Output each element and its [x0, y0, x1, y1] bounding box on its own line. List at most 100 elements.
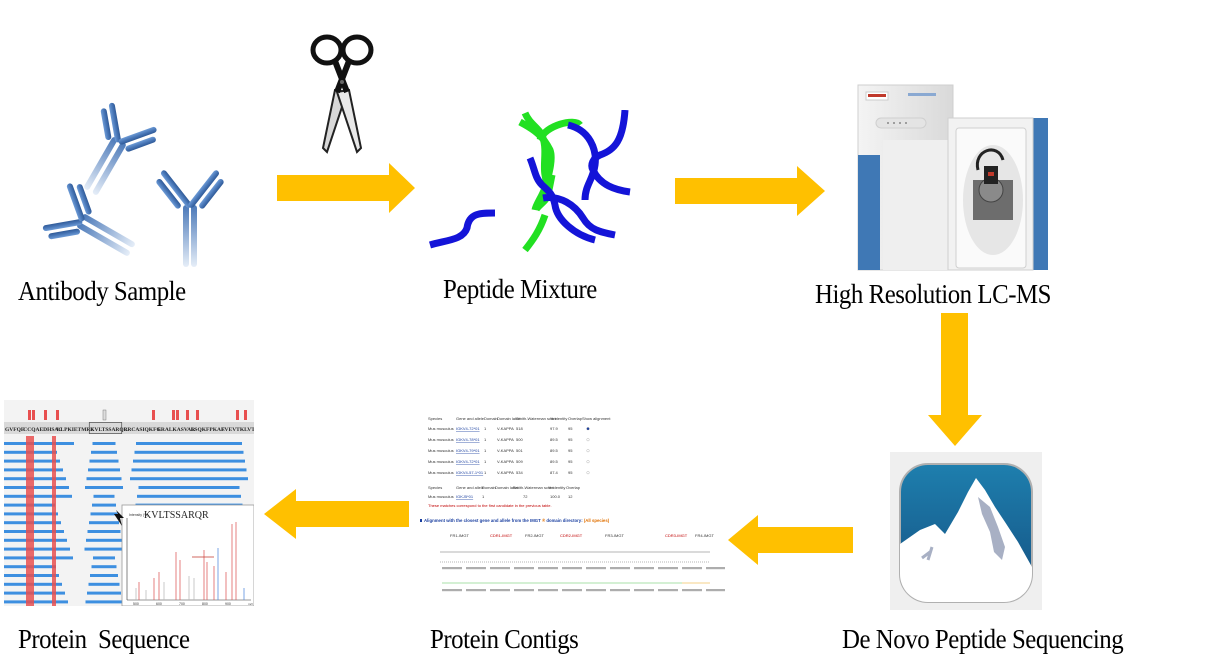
sequence-block: LLPKIETMRE: [57, 427, 95, 433]
table-cell: 89.5: [550, 437, 559, 442]
coverage-bar: [4, 538, 67, 542]
coverage-bar: [84, 547, 124, 551]
show-alignment-radio[interactable]: [586, 449, 590, 453]
coverage-bar: [87, 530, 121, 533]
table-cell: 1: [484, 426, 487, 431]
table-header: Gene and allele: [456, 485, 485, 490]
coverage-bar: [91, 565, 117, 569]
coverage-bar: [91, 450, 117, 454]
antibody-sample-image: [20, 80, 250, 270]
sequence-block: LSQKFPKAE: [191, 427, 225, 433]
table-cell: 501: [516, 448, 523, 453]
table-cell: 1: [484, 459, 487, 464]
step-label-peptide-mixture: Peptide Mixture: [443, 274, 597, 304]
table-cell: 87.4: [550, 470, 559, 475]
flow-arrow-right: [277, 163, 417, 213]
coverage-bar: [89, 521, 119, 525]
table-note: These matches correspond to the first ca…: [428, 503, 552, 508]
gene-link[interactable]: IGKV4-72*01: [456, 426, 480, 431]
pointer-arrow-icon: [114, 510, 124, 526]
antibody-icon: [42, 183, 135, 256]
coverage-bar: [90, 574, 118, 577]
table-header: Domain label: [495, 485, 518, 490]
table-cell: 518: [516, 426, 523, 431]
table-cell: 1: [484, 448, 487, 453]
show-alignment-radio[interactable]: [586, 471, 590, 475]
region-label: CDR1-IMGT: [490, 533, 513, 538]
table-header: Domain: [484, 416, 498, 421]
table-cell: 95: [568, 448, 573, 453]
lc-ms-instrument-image: [848, 80, 1058, 280]
coverage-bar: [86, 477, 122, 481]
table-cell: 1: [484, 470, 487, 475]
spectrum-xtick: 700: [179, 602, 185, 606]
alignment-heading: Alignment with the closest gene and alle…: [424, 518, 610, 523]
coverage-bar: [133, 459, 245, 463]
table-header: Domain label: [497, 416, 520, 421]
gene-link[interactable]: IGKV4-57-1*01: [456, 470, 484, 475]
table-cell: 95: [568, 459, 573, 464]
table-cell: 1: [482, 494, 485, 499]
coverage-bar: [4, 600, 68, 604]
show-alignment-radio[interactable]: [586, 427, 590, 431]
gene-link[interactable]: IGKV4-79*01: [456, 448, 480, 453]
table-cell: 95: [568, 426, 573, 431]
region-label: CDR2-IMGT: [560, 533, 583, 538]
table-cell: V-KAPPA: [497, 448, 514, 453]
spectrum-xtick: 900: [225, 602, 231, 606]
table-cell: V-KAPPA: [497, 470, 514, 475]
coverage-bar: [4, 477, 66, 481]
table-header: Domain: [482, 485, 496, 490]
coverage-bar: [4, 442, 74, 445]
table-cell: 89.5: [550, 459, 559, 464]
scissors-icon: [305, 30, 380, 155]
table-cell: Mus musculus: [428, 426, 454, 431]
coverage-bar: [4, 556, 73, 560]
table-header: Species: [428, 485, 442, 490]
protein-contigs-image: Species Gene and allele Domain Domain la…: [420, 410, 725, 600]
coverage-bar: [134, 450, 244, 454]
step-label-protein-contigs: Protein Contigs: [430, 624, 579, 654]
table-cell: Mus musculus: [428, 448, 454, 453]
flow-arrow-left: [728, 515, 854, 565]
table-header: Show alignment: [582, 416, 611, 421]
de-novo-app-icon: [890, 452, 1042, 610]
coverage-bar: [88, 468, 120, 472]
antibody-icon: [156, 170, 224, 267]
show-alignment-radio[interactable]: [586, 460, 590, 464]
table-header: % identity: [550, 416, 567, 421]
sequence-block: LRCASIQKFG: [124, 427, 162, 433]
coverage-bar: [4, 547, 70, 551]
spectrum-xtick: 500: [133, 602, 139, 606]
sequence-block: FVEVTKLVTD: [221, 427, 254, 433]
region-label: FR2-IMGT: [525, 533, 544, 538]
coverage-bar: [136, 442, 242, 445]
coverage-bar: [92, 503, 116, 507]
coverage-bar: [93, 494, 115, 498]
gene-link[interactable]: IGKJ5*01: [456, 494, 474, 499]
table-cell: 534: [516, 470, 523, 475]
antibody-icon: [84, 102, 157, 195]
table-cell: 95: [568, 470, 573, 475]
region-label: FR4-IMGT: [695, 533, 714, 538]
coverage-bar: [85, 600, 123, 604]
table-header: Smith-Waterman score: [516, 416, 558, 421]
gene-link[interactable]: IGKV4-72*01: [456, 459, 480, 464]
peptide-mixture-image: [425, 110, 645, 270]
coverage-bar: [87, 591, 121, 595]
gene-link[interactable]: IGKV4-78*01: [456, 437, 480, 442]
table-cell: 500: [516, 437, 523, 442]
spectrum-xlabel: m/z: [248, 602, 253, 606]
table-cell: 100.0: [550, 494, 561, 499]
table-header: Smith-Waterman score: [513, 485, 555, 490]
table-cell: Mus musculus: [428, 459, 454, 464]
contigs-table-1: Species Gene and allele Domain Domain la…: [428, 416, 611, 421]
table-cell: 12: [568, 494, 573, 499]
coverage-bar: [89, 459, 119, 463]
coverage-bar: [85, 486, 123, 489]
show-alignment-radio[interactable]: [586, 438, 590, 442]
table-header: Overlap: [568, 416, 583, 421]
flow-arrow-right: [675, 166, 827, 216]
